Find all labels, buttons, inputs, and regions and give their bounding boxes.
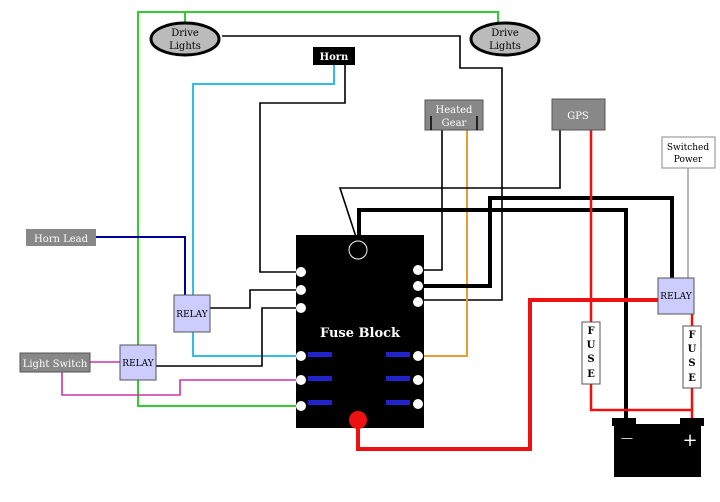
red-wire bbox=[356, 298, 658, 451]
thick-black-wire-2 bbox=[424, 196, 674, 288]
fuse-block-ground-terminal bbox=[348, 240, 368, 260]
drive-lights-wire bbox=[222, 35, 503, 301]
relay-power: RELAY bbox=[657, 277, 695, 315]
drive-lights-left-line1: Drive bbox=[171, 28, 199, 39]
fuse-block-terminal-left-2 bbox=[296, 285, 306, 295]
fuse-slot-right-2 bbox=[386, 376, 410, 381]
battery: — + bbox=[612, 418, 704, 477]
switched-power-line1: Switched bbox=[667, 143, 710, 153]
heated-gear: Heated Gear bbox=[424, 99, 484, 131]
battery-plus: + bbox=[682, 430, 697, 451]
fuse-block-terminal-right-4 bbox=[413, 351, 423, 361]
light-switch: Light Switch bbox=[19, 352, 91, 373]
drive-lights-right-line1: Drive bbox=[491, 28, 519, 39]
relay-lights-label: RELAY bbox=[122, 359, 154, 369]
relay-horn-wire bbox=[210, 289, 301, 309]
fuse-slot-left-3 bbox=[308, 400, 332, 405]
fuse-block-terminal-right-3 bbox=[413, 297, 423, 307]
fuse-block-terminal-right-6 bbox=[413, 399, 423, 409]
horn-lead-wire bbox=[96, 236, 186, 295]
fuse-right-u: U bbox=[688, 344, 697, 355]
fuse-slot-left-1 bbox=[308, 352, 332, 357]
fuse-left-s: S bbox=[587, 354, 594, 365]
fuse-block: Fuse Block bbox=[296, 235, 424, 429]
gps-label: GPS bbox=[567, 111, 589, 122]
fuse-block-terminal-left-6 bbox=[296, 401, 306, 411]
switched-power: Switched Power bbox=[661, 136, 716, 169]
horn: Horn bbox=[313, 47, 355, 65]
fuse-block-terminal-right-2 bbox=[413, 281, 423, 291]
fuse-block-label: Fuse Block bbox=[320, 326, 401, 341]
fuse-block-terminal-left-5 bbox=[296, 375, 306, 385]
heated-gear-line2: Gear bbox=[442, 118, 467, 129]
fuse-left-f: F bbox=[587, 326, 594, 337]
fuse-block-terminal-left-4 bbox=[296, 351, 306, 361]
fuse-right-f: F bbox=[688, 330, 695, 341]
orange-wire bbox=[424, 130, 468, 357]
relay-lights-wire bbox=[156, 307, 301, 367]
drive-lights-left-line2: Lights bbox=[169, 41, 201, 52]
fuse-block-terminal-right-5 bbox=[413, 375, 423, 385]
fuse-slot-left-2 bbox=[308, 376, 332, 381]
fuse-block-positive-terminal bbox=[349, 411, 367, 429]
fuse-block-terminal-left-1 bbox=[296, 267, 306, 277]
thick-black-wire bbox=[357, 208, 628, 420]
heated-gear-line1: Heated bbox=[436, 105, 474, 116]
fuse-slot-right-1 bbox=[386, 352, 410, 357]
red-wire-thin bbox=[589, 130, 694, 420]
battery-minus: — bbox=[621, 431, 633, 445]
drive-lights-right: Drive Lights bbox=[469, 21, 541, 57]
relay-lights: RELAY bbox=[119, 344, 157, 381]
horn-wire bbox=[259, 65, 346, 273]
relay-horn-label: RELAY bbox=[176, 310, 208, 320]
fuse-right-e: E bbox=[688, 373, 696, 384]
horn-label: Horn bbox=[320, 52, 349, 63]
relay-horn: RELAY bbox=[173, 294, 211, 333]
switched-power-line2: Power bbox=[674, 155, 703, 165]
gps-wire bbox=[338, 130, 561, 241]
fuse-left-u: U bbox=[587, 340, 596, 351]
fuse-right: F U S E bbox=[682, 325, 702, 389]
drive-lights-left: Drive Lights bbox=[149, 21, 221, 57]
horn-lead-label: Horn Lead bbox=[34, 234, 89, 245]
relay-power-label: RELAY bbox=[660, 292, 692, 302]
drive-lights-right-line2: Lights bbox=[489, 41, 521, 52]
magenta-wire bbox=[61, 361, 301, 396]
gps: GPS bbox=[551, 98, 606, 131]
fuse-slot-right-3 bbox=[386, 400, 410, 405]
light-switch-label: Light Switch bbox=[23, 359, 88, 370]
horn-lead: Horn Lead bbox=[26, 229, 96, 246]
fuse-block-terminal-right-1 bbox=[413, 265, 423, 275]
fuse-right-s: S bbox=[688, 358, 695, 369]
cyan-wire bbox=[192, 65, 335, 357]
fuse-left-e: E bbox=[587, 369, 595, 380]
green-wire bbox=[137, 11, 499, 407]
heated-gear-wire bbox=[424, 130, 443, 271]
fuse-block-terminal-left-3 bbox=[296, 303, 306, 313]
fuse-left: F U S E bbox=[581, 321, 601, 385]
